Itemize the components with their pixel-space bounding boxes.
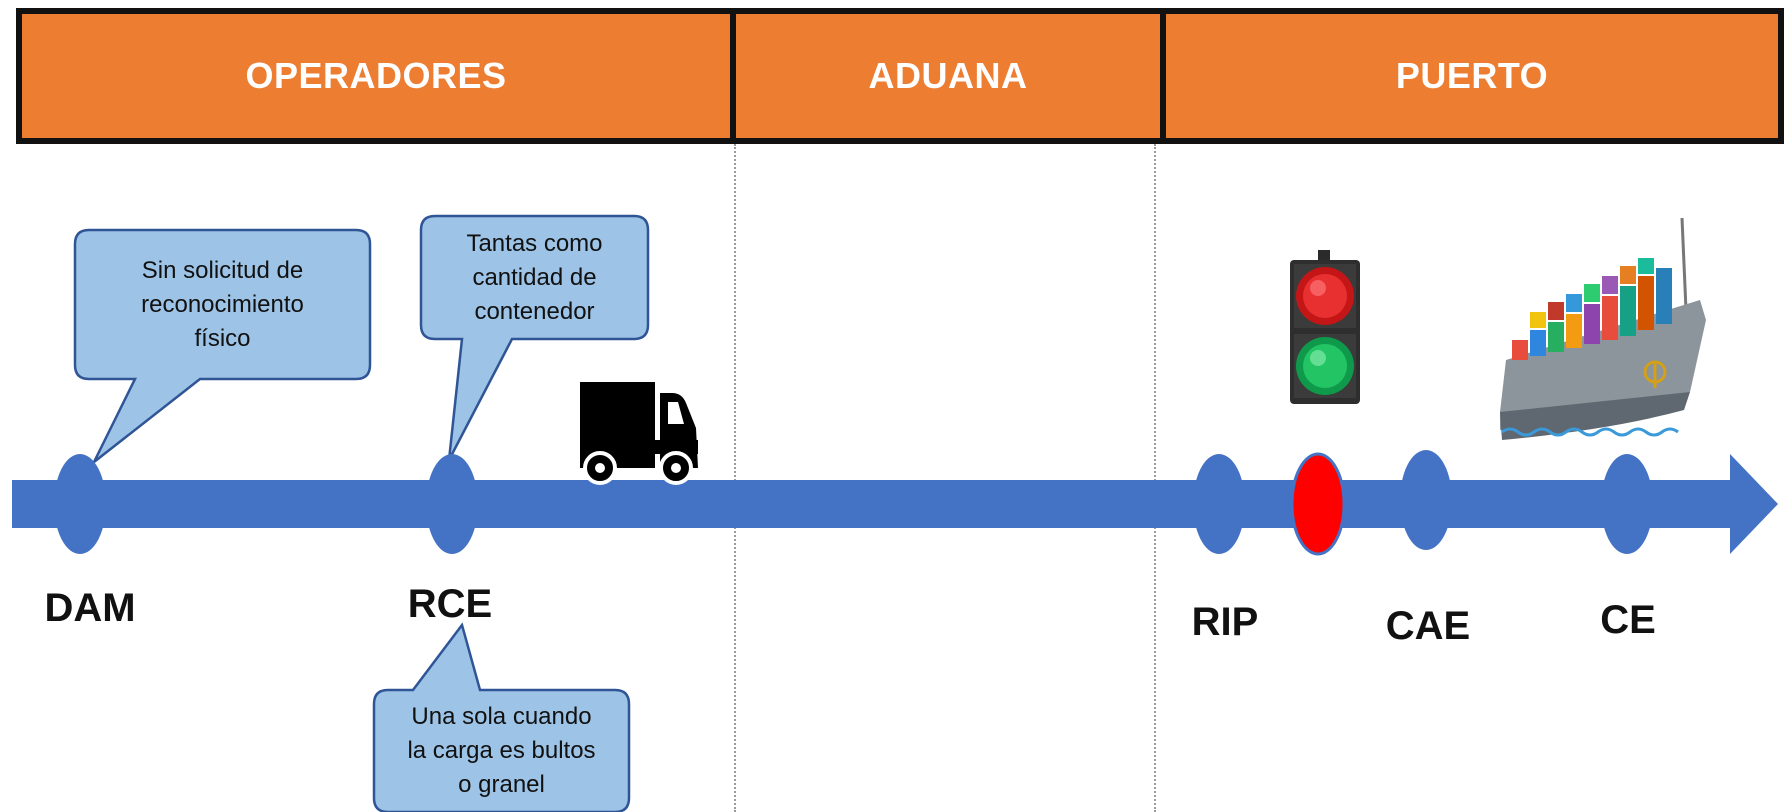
header-puerto-label: PUERTO bbox=[1395, 55, 1549, 96]
label-rip: RIP bbox=[1191, 600, 1259, 644]
container-ship-icon bbox=[1500, 217, 1706, 440]
header-operadores-label: OPERADORES bbox=[245, 55, 507, 96]
node-cae bbox=[1400, 450, 1452, 550]
divider-aduana-puerto bbox=[1154, 144, 1156, 812]
callout-rce-top-text: Tantas como cantidad de contenedor bbox=[466, 229, 603, 325]
label-dam: DAM bbox=[44, 586, 136, 630]
timeline-arrow bbox=[12, 454, 1778, 554]
label-rce: RCE bbox=[407, 582, 493, 626]
callout-rce-bottom-text: Una sola cuando la carga es bultos o gra… bbox=[407, 703, 596, 798]
header-aduana: ADUANA bbox=[730, 8, 1166, 144]
header-aduana-label: ADUANA bbox=[868, 55, 1028, 96]
callout-dam-text: Sin solicitud de reconocimiento físico bbox=[141, 256, 304, 352]
node-rce bbox=[426, 454, 478, 554]
callout-dam bbox=[73, 228, 372, 463]
node-dam bbox=[54, 454, 106, 554]
label-ce: CE bbox=[1600, 598, 1656, 642]
header-puerto: PUERTO bbox=[1160, 8, 1784, 144]
traffic-light-icon bbox=[1290, 250, 1360, 404]
header-operadores: OPERADORES bbox=[16, 8, 736, 144]
red-stop-marker bbox=[1290, 452, 1346, 556]
label-cae: CAE bbox=[1385, 604, 1471, 648]
node-ce bbox=[1601, 454, 1653, 554]
callout-rce-top bbox=[419, 214, 650, 461]
divider-operadores-aduana bbox=[734, 144, 736, 812]
node-rip bbox=[1193, 454, 1245, 554]
truck-icon bbox=[580, 382, 698, 485]
